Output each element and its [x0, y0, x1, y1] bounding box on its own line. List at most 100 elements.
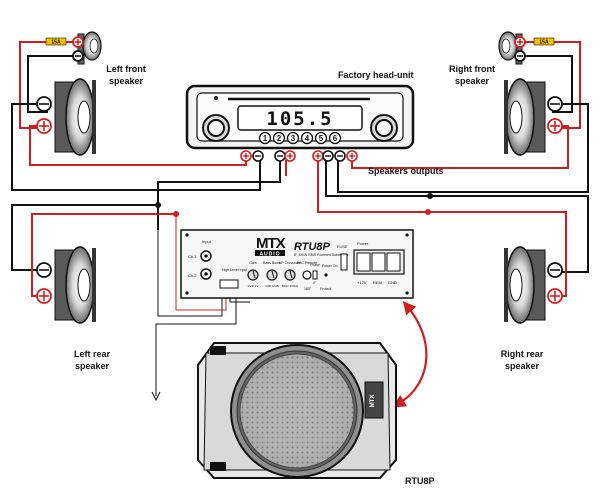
speaker-outputs-label: Speakers outputs [368, 166, 444, 176]
hu-terminal-negative [274, 150, 286, 162]
preset-button-4: 4 [300, 131, 314, 145]
positive-terminal-symbol [514, 36, 526, 48]
hu-terminal-negative [252, 150, 264, 162]
left-front-woofer [54, 78, 96, 156]
display-frequency: 105.5 [266, 108, 333, 130]
polarity-symbols [36, 36, 563, 304]
svg-text:2: 2 [277, 134, 282, 143]
amplifier-panel: MTX AUDIO RTU8P 8" 120W RMS Powered Subw… [180, 229, 414, 299]
phase-mark-0: 0° [313, 281, 317, 285]
fuse-label: FUSE [337, 244, 348, 249]
phase-mark-180: 180° [304, 287, 312, 291]
svg-text:Bass Boost: Bass Boost [263, 261, 281, 265]
hu-terminal-positive [240, 150, 252, 162]
ch1-label: Ch.1 [188, 254, 197, 259]
svg-text:speaker: speaker [75, 361, 110, 371]
positive-terminal-symbol [36, 118, 52, 134]
amp-knob-bass-boost: Bass Boost 0dB 12dB [263, 261, 281, 288]
svg-text:speaker: speaker [109, 76, 144, 86]
amp-knob-ebc-remote: EBC Remote [297, 261, 317, 280]
terminal-12v: +12V [357, 280, 367, 285]
negative-terminal-symbol [36, 96, 52, 112]
amp-knob-phase: Phase [310, 263, 320, 280]
hu-terminal-negative [334, 150, 346, 162]
amp-model: RTU8P [294, 241, 331, 253]
power-on-label: Power On [322, 264, 338, 268]
right-rear-speaker [504, 246, 546, 324]
head-unit-display [237, 105, 363, 131]
sub-side-logo: MTX [370, 395, 376, 408]
hu-terminal-positive [346, 150, 358, 162]
svg-text:5: 5 [319, 134, 324, 143]
negative-terminal-symbol [72, 50, 84, 62]
svg-text:Right rear: Right rear [501, 349, 544, 359]
left-rear-label: Left rear speaker [74, 349, 111, 371]
fuse-tag-left: 15A [45, 37, 67, 46]
subwoofer-enclosure: MTX [197, 342, 397, 479]
svg-text:Left rear: Left rear [74, 349, 111, 359]
high-level-input-connector [219, 279, 239, 289]
rca-input-jacks [200, 250, 212, 280]
preset-button-2: 2 [272, 131, 286, 145]
svg-text:speaker: speaker [455, 76, 490, 86]
left-rear-speaker [54, 246, 96, 324]
amp-knob-lp-crossover: LP Crossover 50Hz 150Hz [279, 261, 301, 288]
head-unit-label: Factory head-unit [338, 70, 414, 80]
preset-button-1: 1 [258, 131, 272, 145]
high-level-input-label: High Level Input [222, 268, 247, 272]
svg-text:speaker: speaker [505, 361, 540, 371]
svg-text:AUDIO: AUDIO [259, 252, 280, 258]
svg-text:2V 0.2V: 2V 0.2V [248, 284, 259, 288]
right-front-woofer [504, 78, 546, 156]
preset-button-5: 5 [314, 131, 328, 145]
fuse-tag-right: 15A [533, 37, 555, 46]
amp-to-sub-arrow [392, 300, 428, 408]
svg-text:EBC Remote: EBC Remote [297, 261, 317, 265]
svg-text:MTX: MTX [256, 235, 286, 252]
amp-subtitle: 8" 120W RMS Powered Subwoofer [294, 253, 349, 257]
svg-text:Phase: Phase [310, 263, 320, 267]
power-terminal-block [353, 249, 405, 275]
svg-text:50Hz 150Hz: 50Hz 150Hz [282, 284, 299, 288]
svg-text:4: 4 [305, 134, 310, 143]
preset-button-6: 6 [328, 131, 342, 145]
svg-text:3: 3 [291, 134, 296, 143]
right-front-label: Right front speaker [449, 64, 495, 86]
svg-text:Right front: Right front [449, 64, 495, 74]
mtx-logo: MTX AUDIO [255, 235, 287, 258]
svg-text:LP Crossover: LP Crossover [279, 261, 301, 265]
right-rear-label: Right rear speaker [501, 349, 544, 371]
terminal-rem: REM [373, 280, 382, 285]
hu-terminal-negative [322, 150, 334, 162]
negative-terminal-symbol [547, 96, 563, 112]
fuse-slot [340, 253, 348, 271]
svg-text:Gain: Gain [249, 261, 256, 265]
volume-knob [202, 114, 230, 142]
svg-text:0dB 12dB: 0dB 12dB [265, 284, 278, 288]
svg-text:15A: 15A [539, 40, 549, 46]
input-label: Input [202, 239, 212, 244]
product-label: RTU8P [405, 476, 435, 486]
positive-terminal-symbol [72, 36, 84, 48]
amp-knob-gain: Gain 2V 0.2V [247, 261, 259, 288]
tune-knob [370, 114, 398, 142]
svg-text:15A: 15A [51, 40, 61, 46]
svg-text:1: 1 [263, 134, 268, 143]
positive-terminal-symbol [547, 288, 563, 304]
negative-terminal-symbol [514, 50, 526, 62]
speaker-output-terminals [240, 150, 358, 162]
protect-label: Protect [320, 287, 331, 291]
terminal-gnd: GND [388, 280, 397, 285]
left-front-label: Left front speaker [106, 64, 146, 86]
ch2-label: Ch.2 [188, 273, 197, 278]
hu-terminal-positive [312, 150, 324, 162]
positive-terminal-symbol [36, 288, 52, 304]
negative-terminal-symbol [36, 262, 52, 278]
positive-terminal-symbol [547, 118, 563, 134]
power-label: Power [357, 241, 369, 246]
preset-button-3: 3 [286, 131, 300, 145]
